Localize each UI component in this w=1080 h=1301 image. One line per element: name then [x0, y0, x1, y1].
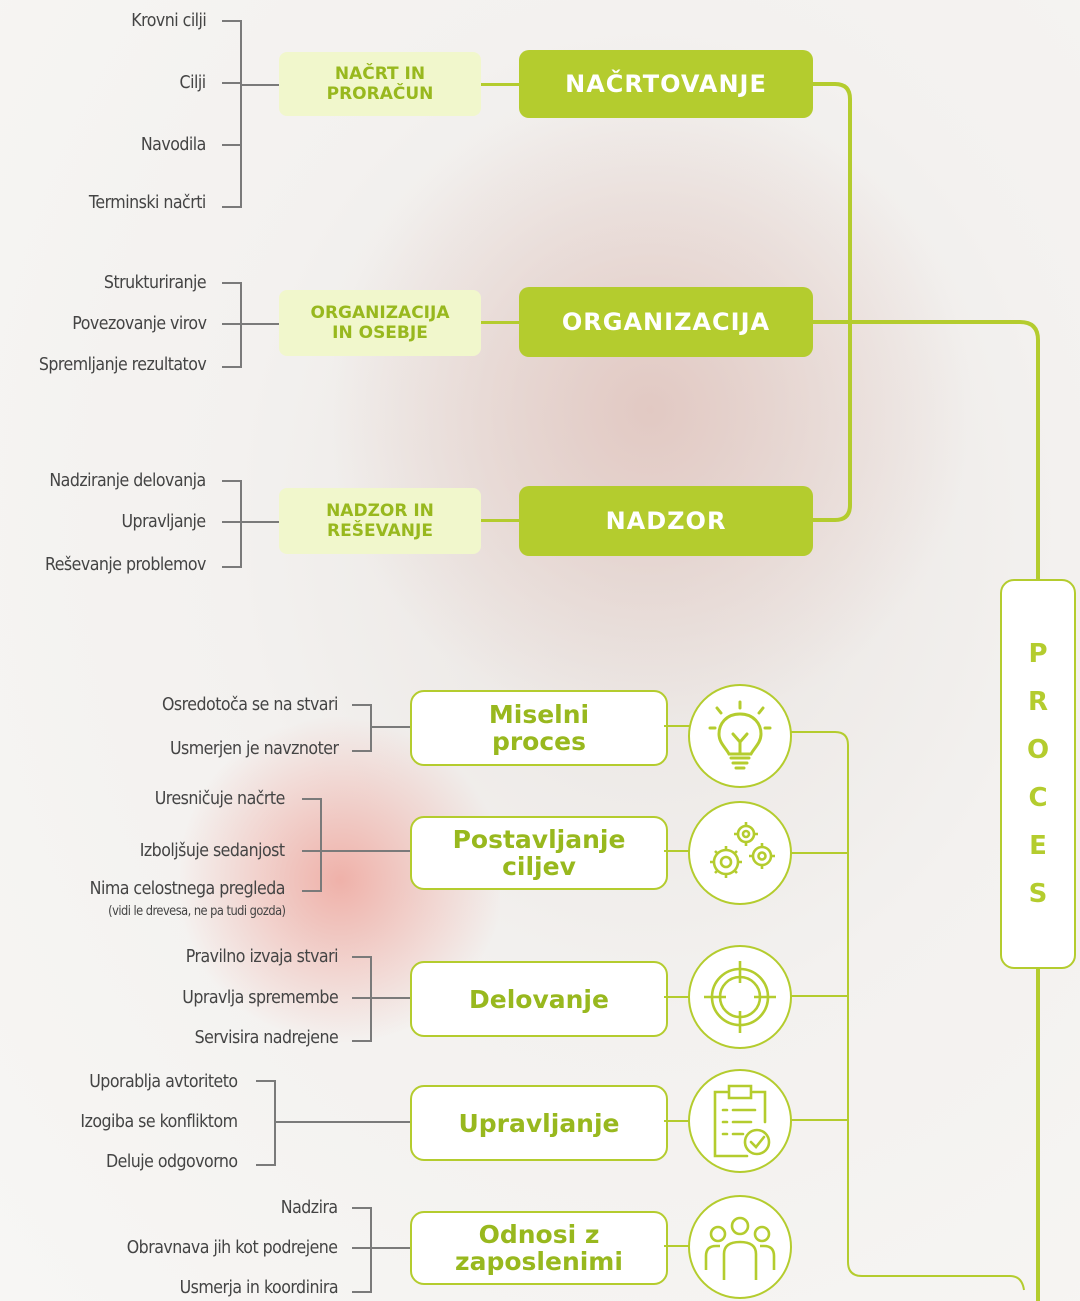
item-text: Izogiba se konfliktom — [80, 1111, 239, 1132]
bracket — [352, 704, 372, 752]
pill-delovanje: Delovanje — [410, 961, 668, 1037]
item-text: Nima celostnega pregleda — [89, 878, 286, 899]
item-text: Povezovanje virov — [71, 313, 207, 334]
connector — [664, 1120, 690, 1122]
connector — [664, 850, 690, 852]
connector — [481, 519, 521, 522]
item-text: Servisira nadrejene — [194, 1027, 338, 1048]
item-text: Upravlja spremembe — [182, 987, 338, 1008]
main-box-nadzor: NADZOR — [519, 486, 813, 556]
pill-label: Delovanje — [469, 984, 609, 1014]
bracket — [256, 1080, 276, 1166]
item-text: Osredotoča se na stvari — [162, 694, 338, 715]
proces-letter: S — [1028, 879, 1048, 909]
tick — [222, 144, 240, 146]
item-note: (vidi le drevesa, ne pa tudi gozda) — [107, 904, 286, 919]
tick — [222, 323, 280, 325]
item-text: Cilji — [179, 72, 207, 93]
connector — [352, 1247, 412, 1249]
connector — [481, 83, 521, 86]
sub-label: PRORAČUN — [326, 84, 434, 104]
item-text: Nadziranje delovanja — [49, 470, 207, 491]
pill-label: ciljev — [502, 852, 576, 881]
proces-box: P R O C E S — [1000, 579, 1076, 969]
proces-letter: P — [1028, 639, 1048, 669]
clipboard-check-icon — [688, 1069, 792, 1173]
item-text: Uporablja avtoriteto — [89, 1071, 239, 1092]
sub-label: IN OSEBJE — [332, 323, 428, 343]
bracket — [222, 480, 242, 568]
sub-label: REŠEVANJE — [327, 521, 433, 541]
bracket — [222, 20, 242, 208]
pill-upravljanje: Upravljanje — [410, 1085, 668, 1161]
connector — [664, 725, 690, 727]
pill-label: proces — [491, 727, 587, 756]
gears-icon — [688, 801, 792, 905]
proces-letter: O — [1026, 735, 1050, 765]
item-text: Reševanje problemov — [45, 554, 206, 575]
item-text: Spremljanje rezultatov — [38, 354, 207, 375]
connector — [664, 996, 690, 998]
item-text: Strukturiranje — [103, 272, 207, 293]
pill-label: Odnosi z — [478, 1220, 600, 1249]
main-label: ORGANIZACIJA — [561, 308, 771, 336]
proces-letter: C — [1028, 783, 1048, 813]
item-text: Navodila — [141, 134, 206, 155]
item-text: Upravljanje — [121, 511, 207, 532]
pill-label: Upravljanje — [458, 1108, 620, 1138]
item-text: Deluje odgovorno — [106, 1151, 238, 1172]
connector — [240, 84, 280, 86]
connector — [370, 726, 412, 728]
lightbulb-icon — [688, 684, 792, 788]
pill-label: zaposlenimi — [455, 1247, 623, 1276]
item-text: Obravnava jih kot podrejene — [127, 1237, 338, 1258]
bracket — [352, 1207, 372, 1293]
connector — [274, 1121, 412, 1123]
item-text: Uresničuje načrte — [154, 788, 286, 809]
connector — [664, 1245, 690, 1247]
proces-letter: E — [1029, 831, 1047, 861]
pill-label: Miselni — [488, 700, 590, 729]
bracket — [352, 956, 372, 1042]
sub-label: NAČRT IN — [334, 64, 426, 84]
tick — [222, 82, 240, 84]
main-box-nacrtovanje: NAČRTOVANJE — [519, 50, 813, 118]
team-icon — [688, 1195, 792, 1299]
item-text: Usmerjen je navznoter — [169, 738, 339, 759]
connector — [302, 850, 412, 852]
target-icon — [688, 945, 792, 1049]
sub-label: ORGANIZACIJA — [310, 303, 450, 323]
item-text: Pravilno izvaja stvari — [185, 946, 339, 967]
item-text: Nadzira — [281, 1197, 338, 1218]
main-box-organizacija: ORGANIZACIJA — [519, 287, 813, 357]
tick — [222, 521, 280, 523]
item-text: Terminski načrti — [89, 192, 206, 213]
item-text: Krovni cilji — [130, 10, 207, 31]
bracket — [222, 282, 242, 368]
main-label: NAČRTOVANJE — [565, 70, 767, 98]
sub-label: NADZOR IN — [326, 501, 434, 521]
pill-label: Postavljanje — [452, 825, 626, 854]
bracket — [302, 798, 322, 892]
main-label: NADZOR — [605, 507, 727, 535]
item-text: Izboljšuje sedanjost — [140, 840, 285, 861]
connector — [481, 321, 521, 324]
proces-letter: R — [1027, 687, 1049, 717]
connector — [352, 997, 412, 999]
item-text: Usmerja in koordinira — [179, 1277, 339, 1298]
background-blur — [300, 60, 1000, 760]
